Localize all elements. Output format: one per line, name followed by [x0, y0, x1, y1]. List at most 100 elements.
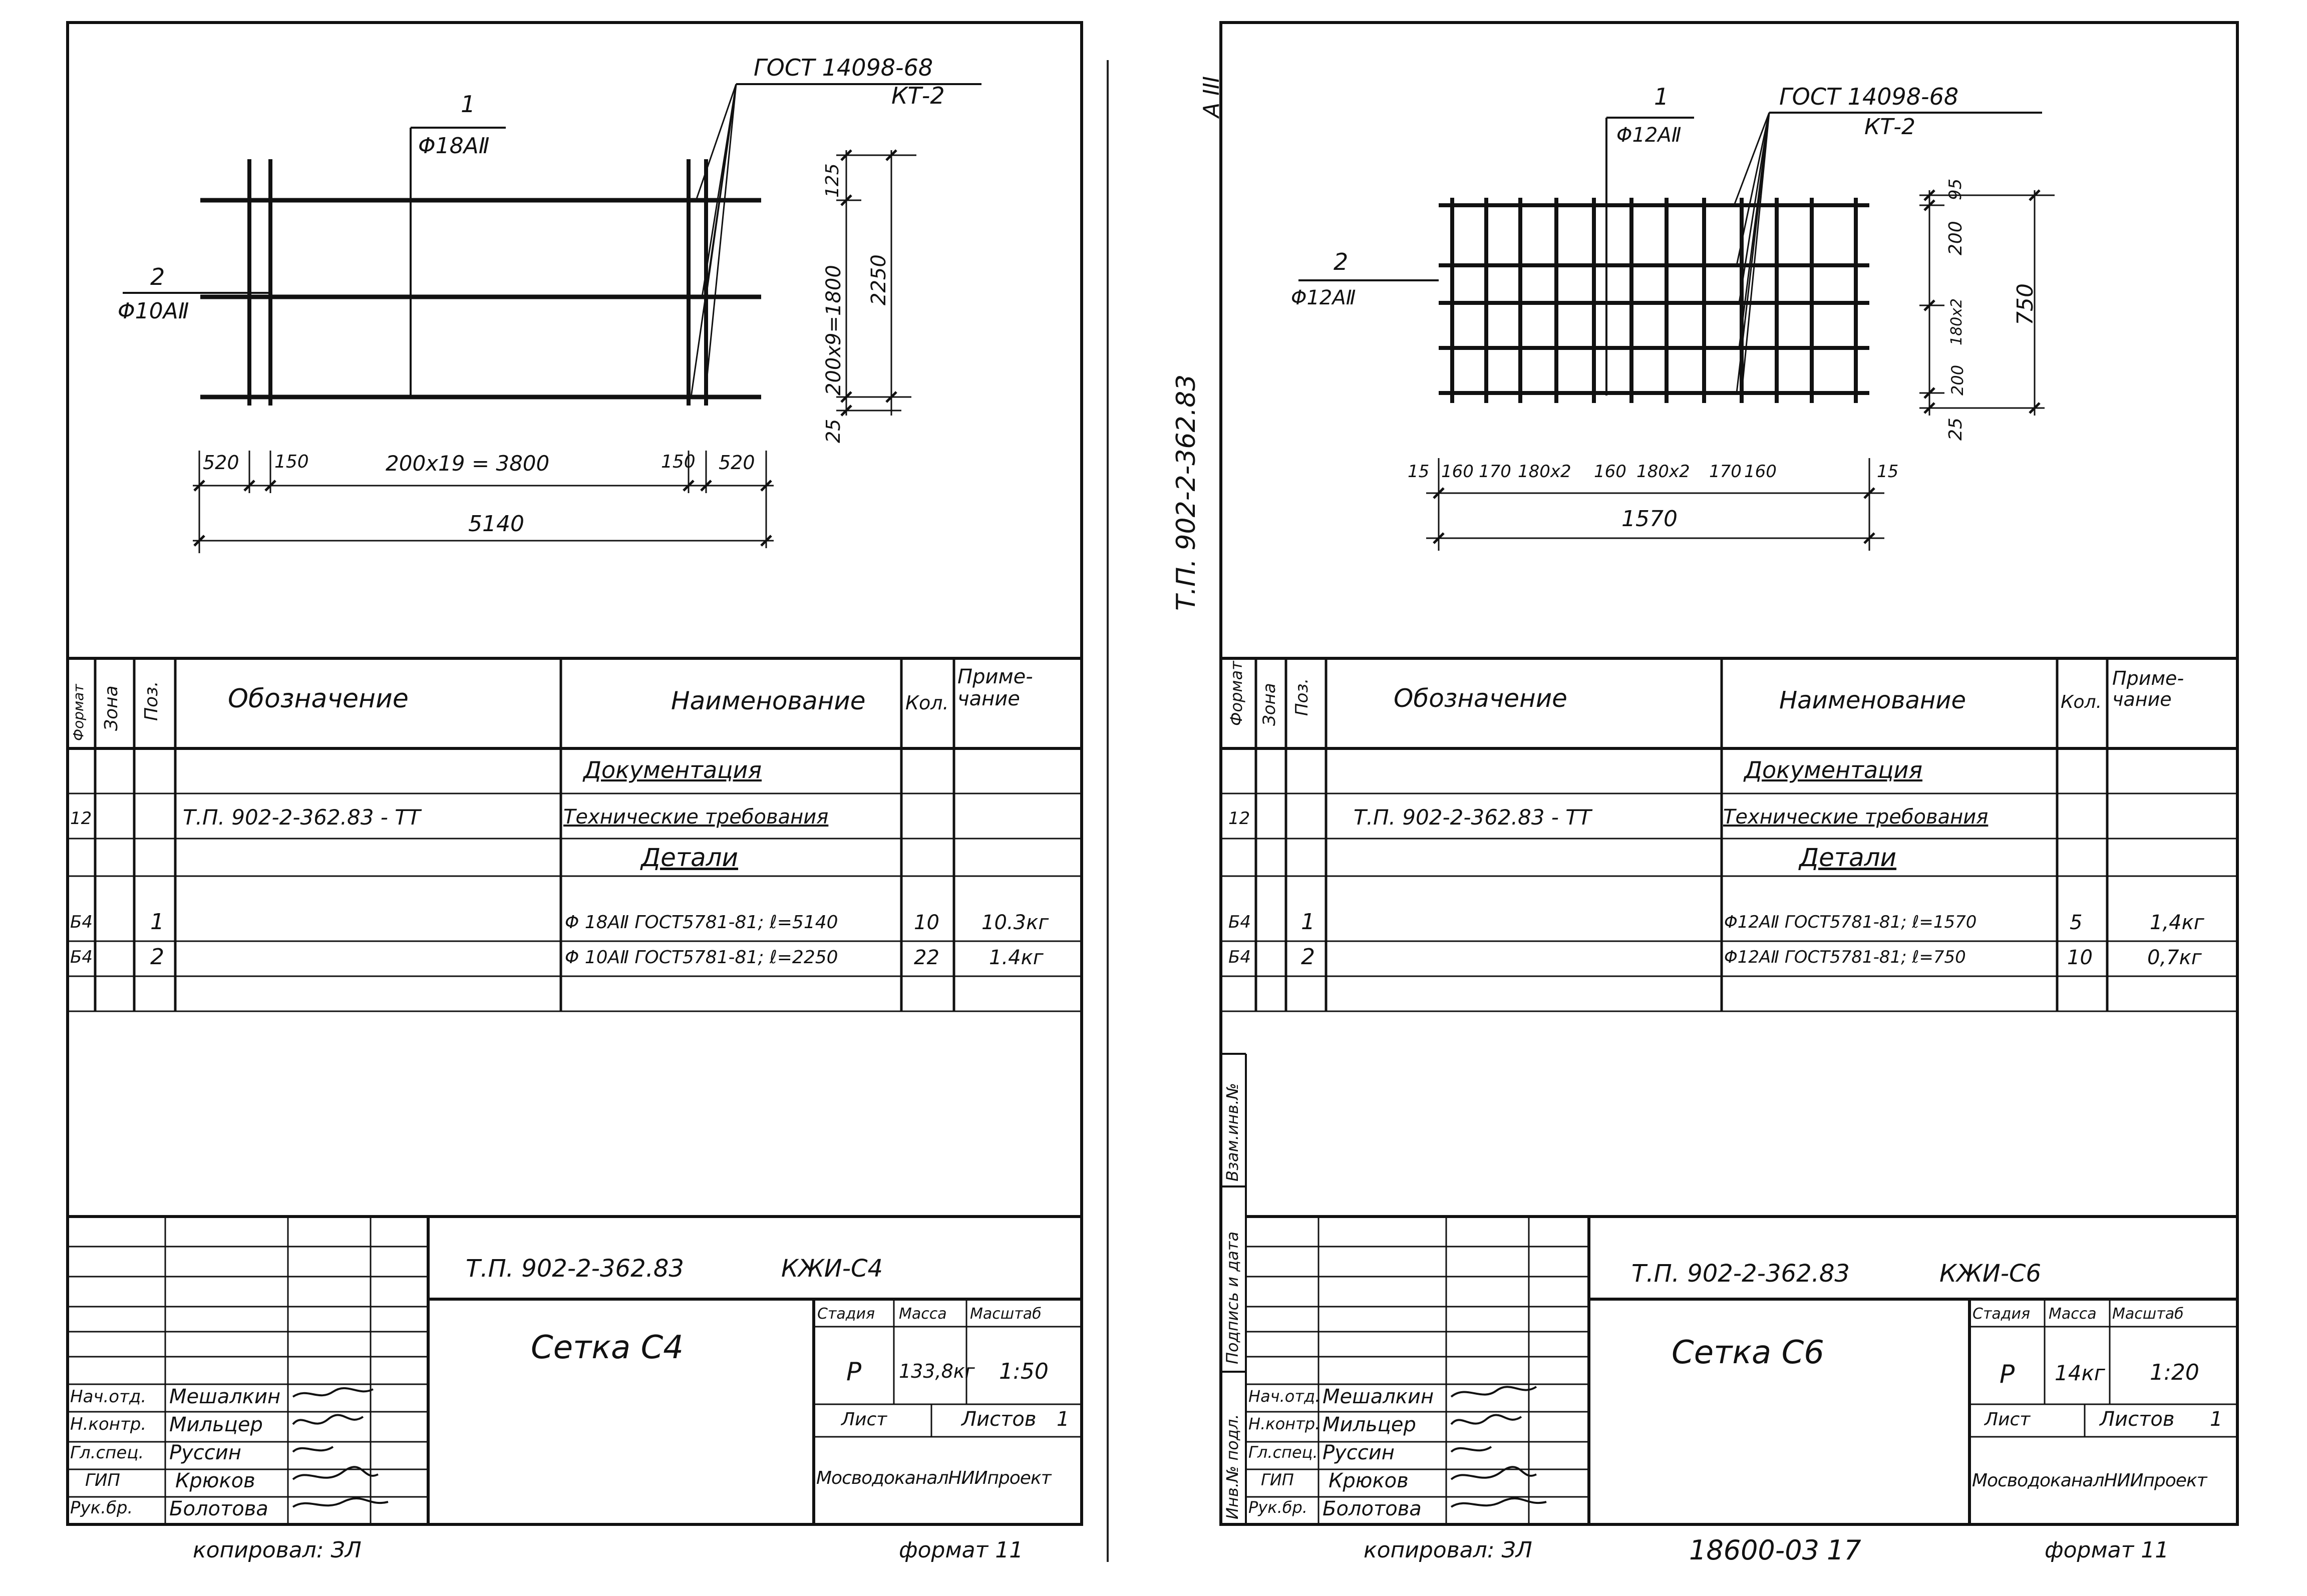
right-gost-label: ГОСТ 14098-68: [1779, 83, 1959, 110]
left-name-2: Руссин: [169, 1441, 241, 1464]
left-row2-format: Б4: [70, 947, 93, 967]
right-row2-pos: 2: [1301, 944, 1315, 970]
right-row-tt-name: Технические требования: [1723, 806, 1989, 829]
left-name-3: Крюков: [175, 1469, 255, 1492]
left-scale-value: 1:50: [999, 1359, 1049, 1384]
right-row-tt-designation: Т.П. 902-2-362.83 - ТТ: [1354, 805, 1591, 830]
left-dim-h0: 520: [203, 452, 239, 474]
right-leader2-number: 2: [1334, 248, 1349, 275]
right-header-qty: Кол.: [2061, 692, 2102, 712]
right-mass-label: Масса: [2049, 1305, 2097, 1323]
left-dim-v3: 2250: [867, 254, 890, 305]
right-title-code2: КЖИ-С6: [1939, 1260, 2042, 1288]
left-row2-note: 1.4кг: [989, 946, 1044, 969]
right-sheets-value: 1: [2210, 1408, 2223, 1431]
right-sheet-label: Лист: [1985, 1409, 2031, 1430]
left-row1-qty: 10: [914, 911, 939, 934]
right-title-code: Т.П. 902-2-362.83: [1631, 1260, 1850, 1288]
right-side-label-0: Взам.инв.№: [1223, 1083, 1242, 1181]
left-sheet-label: Лист: [841, 1409, 887, 1430]
left-row1-format: Б4: [70, 912, 93, 932]
left-dim-v1: 200x9=1800: [822, 265, 845, 395]
right-format: формат 11: [2045, 1537, 2169, 1563]
left-gost-type: КТ-2: [891, 82, 945, 109]
left-leader2-number: 2: [150, 263, 165, 290]
right-dim-v5: 180x2: [1948, 298, 1965, 345]
right-stage-label: Стадия: [1972, 1305, 2031, 1323]
right-mass-value: 14кг: [2055, 1361, 2105, 1385]
left-row2-qty: 22: [914, 946, 939, 969]
right-stamp-corner: А III: [1199, 76, 1224, 118]
right-org: МосводоканалНИИпроект: [1972, 1470, 2207, 1491]
right-name-3: Крюков: [1329, 1469, 1409, 1492]
left-sheets-label: Листов: [961, 1408, 1037, 1431]
right-name-2: Руссин: [1323, 1441, 1395, 1464]
right-sheet-linework: [1219, 21, 2239, 1526]
left-row1-note: 10.3кг: [981, 911, 1049, 934]
left-role-2: Гл.спец.: [70, 1443, 144, 1463]
left-format: формат 11: [899, 1537, 1024, 1563]
left-gost-label: ГОСТ 14098-68: [754, 54, 933, 81]
left-signatures: [292, 1387, 389, 1508]
left-header-qty: Кол.: [905, 692, 949, 714]
left-title-code2: КЖИ-С4: [781, 1255, 883, 1283]
left-header-designation: Обозначение: [228, 684, 409, 714]
right-scale-label: Масштаб: [2112, 1305, 2184, 1323]
left-stage-value: Р: [846, 1357, 862, 1386]
right-leader1-number: 1: [1654, 83, 1669, 110]
right-row1-name: Φ12AⅡ ГОСТ5781-81; ℓ=1570: [1724, 912, 1977, 932]
left-leader1-number: 1: [461, 91, 476, 118]
left-row-documentation: Документация: [583, 756, 762, 783]
left-header-note: Приме-чание: [957, 665, 1033, 710]
right-side-label-1: Подпись и дата: [1223, 1231, 1242, 1364]
right-row1-note: 1,4кг: [2150, 911, 2204, 934]
right-row-tt-format: 12: [1228, 809, 1250, 829]
right-row-details: Детали: [1799, 843, 1897, 872]
right-role-0: Нач.отд.: [1248, 1387, 1321, 1406]
right-sheets-label: Листов: [2100, 1408, 2175, 1431]
right-dim-total: 1570: [1621, 506, 1678, 532]
right-dim-h6: 170: [1709, 462, 1742, 482]
left-name-4: Болотова: [169, 1497, 268, 1520]
left-header-pos: Поз.: [141, 681, 162, 721]
left-row1-name: Φ 18AⅡ ГОСТ5781-81; ℓ=5140: [565, 912, 838, 933]
right-role-2: Гл.спец.: [1248, 1443, 1318, 1462]
left-row1-pos: 1: [150, 909, 164, 935]
right-dim-h3: 180x2: [1518, 462, 1571, 482]
left-sheets-value: 1: [1057, 1408, 1070, 1431]
left-copied: копировал: ЗЛ: [193, 1537, 362, 1563]
left-leader2-spec: Φ10AⅡ: [118, 298, 189, 324]
right-name-1: Мильцер: [1323, 1413, 1416, 1436]
left-mass-label: Масса: [899, 1305, 947, 1323]
left-title-code: Т.П. 902-2-362.83: [466, 1255, 684, 1283]
right-row2-name: Φ12AⅡ ГОСТ5781-81; ℓ=750: [1724, 947, 1966, 967]
right-row1-pos: 1: [1301, 909, 1315, 935]
left-row-tt-designation: Т.П. 902-2-362.83 - ТТ: [183, 805, 421, 830]
right-header-designation: Обозначение: [1394, 684, 1567, 713]
left-row2-name: Φ 10AⅡ ГОСТ5781-81; ℓ=2250: [565, 947, 838, 968]
left-mass-value: 133,8кг: [899, 1360, 975, 1382]
right-dim-h1: 160: [1441, 462, 1474, 482]
right-header-pos: Поз.: [1292, 678, 1312, 716]
right-row2-qty: 10: [2067, 946, 2093, 969]
left-dim-h3: 150: [661, 452, 696, 472]
left-dim-total: 5140: [468, 511, 524, 537]
right-dim-h0: 15: [1408, 462, 1430, 482]
left-role-3: ГИП: [85, 1470, 120, 1490]
right-header-format: Формат: [1227, 661, 1246, 726]
left-role-1: Н.контр.: [70, 1414, 147, 1434]
left-sheet: 1 Φ18AⅡ 2 Φ10AⅡ ГОСТ 14098-68 КТ-2 200x9…: [0, 0, 1153, 1596]
left-scale-label: Масштаб: [970, 1305, 1042, 1323]
right-dim-h7: 160: [1744, 462, 1777, 482]
left-header-format: Формат: [70, 684, 87, 741]
right-header-name: Наименование: [1779, 686, 1966, 714]
left-dim-h1: 150: [274, 452, 309, 472]
right-title-name: Сетка С6: [1672, 1334, 1824, 1371]
right-dim-v3: 750: [2013, 283, 2038, 325]
right-sheet: А III Т.П. 902-2-362.83 Взам.инв.№ Подпи…: [1153, 0, 2306, 1596]
right-doc-number: 18600-03: [1689, 1534, 1819, 1566]
left-dim-v2: 125: [822, 163, 843, 198]
left-sheet-linework: [66, 21, 1083, 1526]
right-dim-v1: 200: [1945, 221, 1966, 255]
right-dim-v4: 25: [1945, 418, 1966, 441]
